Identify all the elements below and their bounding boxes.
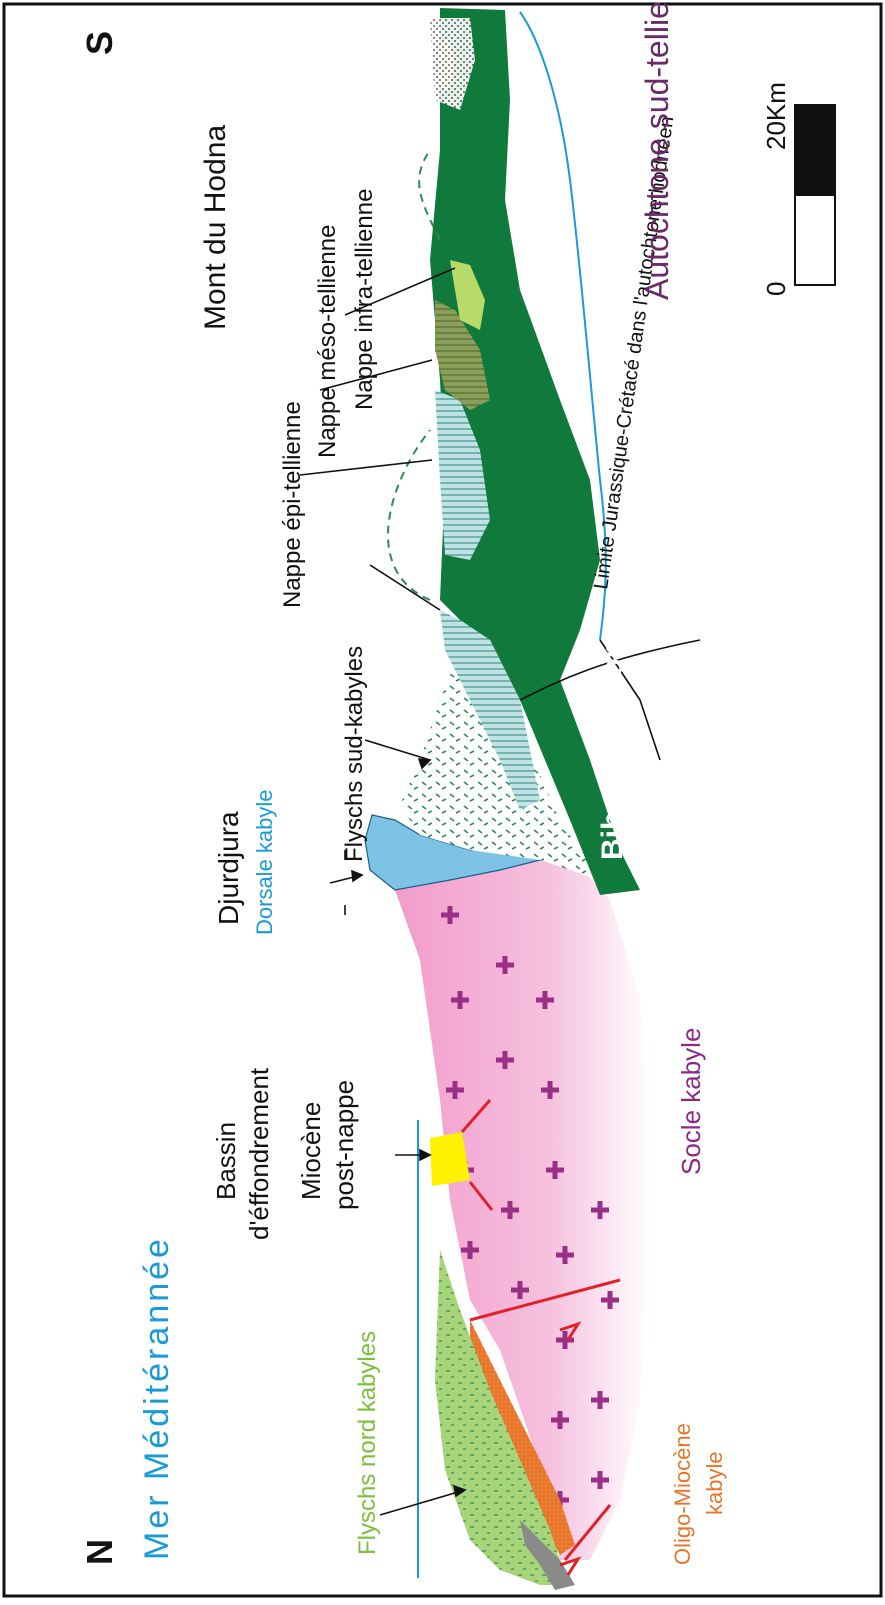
orientation-north: N <box>79 1539 120 1565</box>
label-bassin-1: Bassin <box>211 1122 241 1200</box>
label-nappe-epi: Nappe épi-tellienne <box>279 401 306 608</box>
label-mont-hodna: Mont du Hodna <box>199 125 232 330</box>
label-miocene-1: Miocène <box>296 1102 326 1200</box>
label-socle: Socle kabyle <box>676 1028 706 1175</box>
label-oligo-miocene-1: Oligo-Miocène <box>670 1423 695 1565</box>
label-biban: Biban et Babors <box>596 630 629 860</box>
scale-bar <box>795 105 835 285</box>
label-bassin-2: d'éffondrement <box>244 1067 274 1240</box>
orientation-south: S <box>79 31 120 55</box>
label-oligo-miocene-2: kabyle <box>702 1451 727 1515</box>
sea-label: Mer Méditérannée <box>138 1236 176 1560</box>
label-djurdjura: Djurdjura <box>213 811 244 925</box>
label-autochtone: Autochtone sud-tellien <box>639 0 675 300</box>
label-flyschs-nord: Flyschs nord kabyles <box>354 1331 381 1555</box>
label-miocene-2: post-nappe <box>329 1080 359 1210</box>
label-nappe-meso: Nappe méso-tellienne <box>314 225 341 458</box>
scale-end-label: 20Km <box>761 82 791 150</box>
label-dorsale: Dorsale kabyle <box>252 789 277 935</box>
scale-start-label: 0 <box>761 282 791 296</box>
label-nappe-infra: Nappe infra-tellienne <box>351 189 378 410</box>
label-flyschs-sud: Flyschs sud-kabyles <box>341 646 368 862</box>
